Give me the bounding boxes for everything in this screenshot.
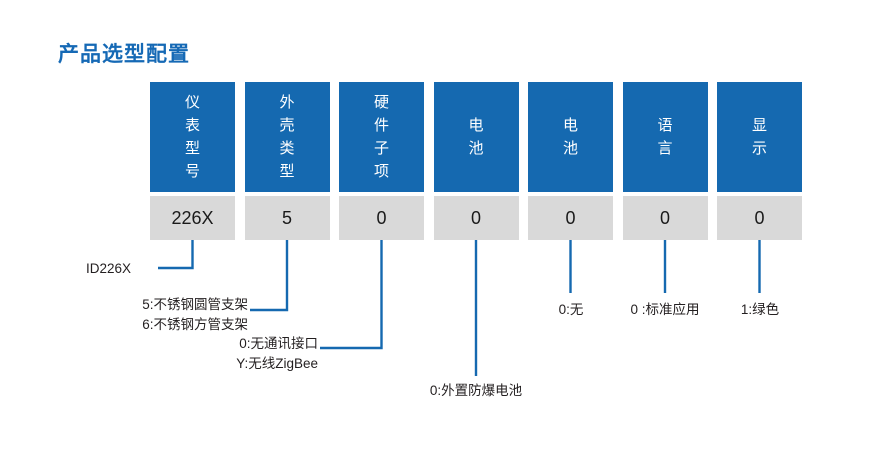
header-char: 型 <box>184 140 200 157</box>
callout-battery-none: 0:无 <box>558 302 584 317</box>
selection-column-5: 电 池 0 <box>528 82 613 240</box>
selection-column-2: 外 壳 类 型 5 <box>244 82 330 240</box>
column-header-4: 电 池 <box>433 82 519 192</box>
header-char: 仪 <box>184 93 200 111</box>
header-char: 号 <box>184 163 200 181</box>
header-char: 件 <box>373 116 389 134</box>
column-value-5: 0 <box>528 196 613 240</box>
header-char: 言 <box>657 140 673 157</box>
column-value-7: 0 <box>717 196 802 240</box>
column-header-1: 仪 表 型 号 <box>150 82 235 192</box>
callout-model: ID226X <box>86 261 132 276</box>
selection-column-4: 电 池 0 <box>433 82 519 240</box>
callout-hardware-line-1: 0:无通讯接口 <box>239 336 318 351</box>
selection-column-6: 语 言 0 <box>622 82 708 240</box>
column-header-2: 外 壳 类 型 <box>244 82 330 192</box>
column-header-7: 显 示 <box>717 82 802 192</box>
header-char: 外 <box>279 93 295 111</box>
column-value-3: 0 <box>339 196 424 240</box>
callout-housing-line-2: 6:不锈钢方管支架 <box>142 316 248 332</box>
callout-housing-line-1: 5:不锈钢圆管支架 <box>142 297 248 312</box>
callout-housing: 5:不锈钢圆管支架 6:不锈钢方管支架 <box>0 295 248 334</box>
page-title: 产品选型配置 <box>58 43 190 66</box>
header-char: 显 <box>751 116 767 134</box>
header-char: 表 <box>184 116 200 134</box>
callout-hardware: 0:无通讯接口 Y:无线ZigBee <box>60 334 318 373</box>
header-char: 池 <box>562 140 578 157</box>
leader-line-housing <box>250 240 289 312</box>
callout-language: 0 :标准应用 <box>630 302 700 317</box>
selection-column-1: 仪 表 型 号 226X <box>150 82 235 240</box>
column-header-6: 语 言 <box>622 82 708 192</box>
header-char: 电 <box>468 116 484 134</box>
column-value-1: 226X <box>150 196 235 240</box>
leader-line-model <box>158 240 194 270</box>
callout-display: 1:绿色 <box>740 302 780 317</box>
header-char: 硬 <box>373 93 389 111</box>
column-header-5: 电 池 <box>528 82 613 192</box>
leader-line-hardware <box>320 240 383 350</box>
header-char: 示 <box>751 140 767 157</box>
column-value-4: 0 <box>433 196 519 240</box>
header-char: 语 <box>657 116 673 134</box>
header-char: 子 <box>373 140 389 157</box>
header-char: 池 <box>468 140 484 157</box>
column-value-6: 0 <box>622 196 708 240</box>
header-char: 类 <box>279 140 295 157</box>
header-char: 型 <box>279 163 295 181</box>
selection-column-7: 显 示 0 <box>717 82 802 240</box>
header-char: 壳 <box>279 116 295 134</box>
header-char: 项 <box>373 163 389 181</box>
header-char: 电 <box>562 116 578 134</box>
column-value-2: 5 <box>244 196 330 240</box>
column-header-3: 硬 件 子 项 <box>339 82 424 192</box>
selection-column-3: 硬 件 子 项 0 <box>339 82 424 240</box>
callout-battery-external: 0:外置防爆电池 <box>429 383 523 398</box>
callout-hardware-line-2: Y:无线ZigBee <box>236 355 318 371</box>
